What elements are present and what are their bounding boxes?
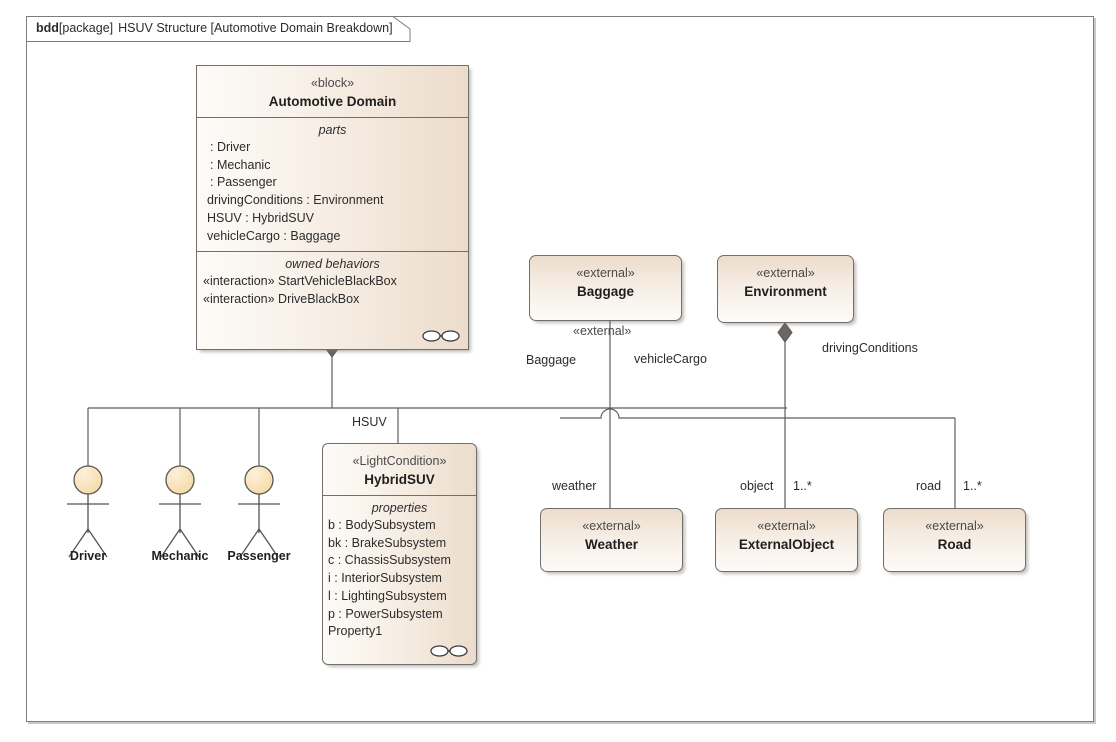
property-item: Property1 (328, 624, 383, 639)
automotive-domain-parts-compartment: parts : Driver : Mechanic : Passenger dr… (197, 117, 468, 251)
actor-label: Passenger (227, 549, 291, 563)
hybrid-suv-properties-compartment: properties b : BodySubsystem bk : BrakeS… (323, 495, 476, 665)
block-external-object[interactable]: «external» ExternalObject (715, 508, 858, 572)
property-item: bk : BrakeSubsystem (328, 535, 447, 550)
actor-mechanic[interactable]: Mechanic (150, 465, 210, 570)
block-automotive-domain[interactable]: «block» Automotive Domain parts : Driver… (196, 65, 469, 350)
block-weather[interactable]: «external» Weather (540, 508, 683, 572)
frame-scope: [package] (58, 21, 114, 35)
actor-figure-icon (159, 465, 201, 558)
baggage-name: Baggage (576, 283, 634, 299)
automotive-domain-header: «block» Automotive Domain (197, 66, 468, 117)
edge-label-vehicle-cargo: vehicleCargo (634, 352, 707, 366)
actor-figure-icon (67, 465, 109, 558)
actor-label: Mechanic (151, 549, 209, 563)
edge-label-driving-conditions: drivingConditions (822, 341, 918, 355)
road-stereotype: «external» (925, 519, 984, 533)
automotive-domain-behaviors-compartment: owned behaviors «interaction» StartVehic… (197, 251, 468, 350)
hybrid-suv-name: HybridSUV (364, 471, 435, 487)
interaction-icon (430, 645, 468, 657)
frame-title: HSUV Structure [Automotive Domain Breakd… (118, 21, 393, 35)
property-item: l : LightingSubsystem (328, 588, 447, 603)
block-hybrid-suv[interactable]: «LightCondition» HybridSUV properties b … (322, 443, 477, 665)
actor-figure-icon (238, 465, 280, 558)
hybrid-suv-header: «LightCondition» HybridSUV (323, 444, 476, 495)
baggage-header: «external» Baggage (530, 256, 681, 322)
parts-compartment-title: parts (318, 123, 347, 137)
part-item: HSUV : HybridSUV (207, 210, 314, 225)
block-road[interactable]: «external» Road (883, 508, 1026, 572)
weather-header: «external» Weather (541, 509, 682, 573)
part-item: : Passenger (210, 175, 277, 190)
property-item: b : BodySubsystem (328, 518, 436, 532)
hybrid-suv-stereotype: «LightCondition» (352, 454, 447, 468)
external-object-stereotype: «external» (757, 519, 816, 533)
actor-passenger[interactable]: Passenger (227, 465, 291, 570)
part-item: vehicleCargo : Baggage (207, 228, 341, 243)
edge-label-weather: weather (552, 479, 597, 493)
environment-name: Environment (744, 283, 827, 299)
interaction-icon (422, 330, 460, 342)
property-item: p : PowerSubsystem (328, 606, 443, 621)
edge-label-object-multiplicity: 1..* (793, 479, 812, 493)
external-object-name: ExternalObject (738, 536, 835, 552)
external-object-header: «external» ExternalObject (716, 509, 857, 573)
ghost-label-stereotype: «external» (573, 324, 632, 338)
behavior-item: «interaction» StartVehicleBlackBox (203, 274, 397, 288)
actor-label: Driver (69, 549, 107, 563)
block-environment[interactable]: «external» Environment (717, 255, 854, 323)
property-item: c : ChassisSubsystem (328, 553, 451, 568)
part-item: drivingConditions : Environment (207, 193, 384, 208)
edge-label-object: object (740, 479, 774, 493)
road-name: Road (937, 536, 972, 552)
automotive-domain-name: Automotive Domain (268, 93, 397, 109)
block-baggage[interactable]: «external» Baggage (529, 255, 682, 321)
edge-label-hsuv: HSUV (352, 415, 387, 429)
ghost-label-name: Baggage (526, 353, 577, 367)
part-item: : Mechanic (210, 157, 271, 172)
behaviors-compartment-title: owned behaviors (285, 257, 380, 271)
automotive-domain-stereotype: «block» (310, 76, 355, 90)
properties-compartment-title: properties (371, 501, 428, 515)
environment-stereotype: «external» (756, 266, 815, 280)
actor-driver[interactable]: Driver (58, 465, 118, 570)
environment-header: «external» Environment (718, 256, 853, 324)
frame-header-tab (26, 16, 411, 42)
part-item: : Driver (210, 140, 251, 154)
property-item: i : InteriorSubsystem (328, 571, 442, 586)
behavior-item: «interaction» DriveBlackBox (203, 291, 360, 306)
weather-stereotype: «external» (582, 519, 641, 533)
road-header: «external» Road (884, 509, 1025, 573)
diagram-frame (26, 16, 1094, 722)
edge-label-road-multiplicity: 1..* (963, 479, 982, 493)
edge-label-road: road (916, 479, 942, 493)
weather-name: Weather (584, 536, 639, 552)
frame-kind: bdd (36, 21, 59, 35)
baggage-stereotype: «external» (576, 266, 635, 280)
